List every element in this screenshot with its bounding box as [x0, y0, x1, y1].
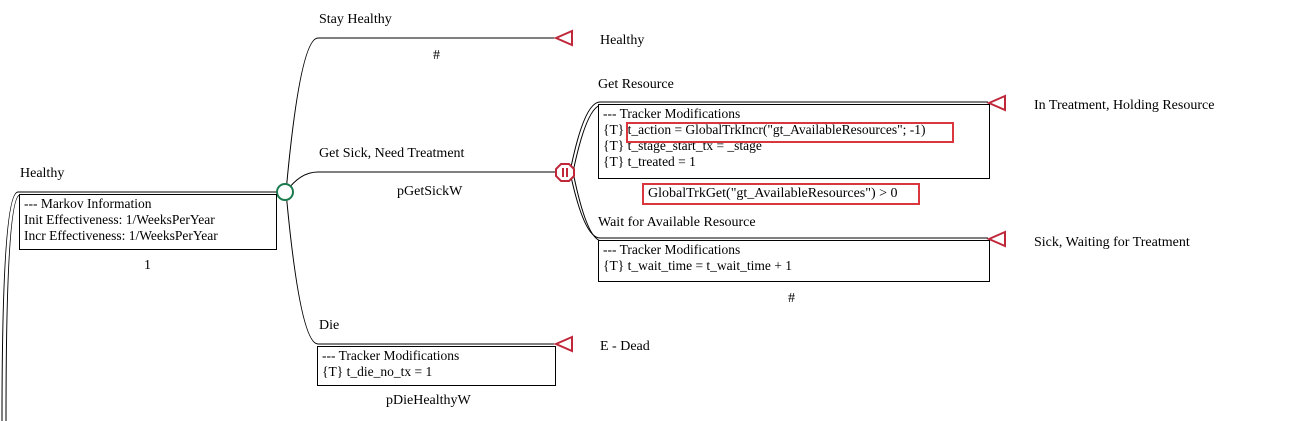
- waiting-terminal[interactable]: Sick, Waiting for Treatment: [1034, 235, 1190, 250]
- logic-node-icon[interactable]: [555, 163, 575, 182]
- terminal-node-icon-healthy[interactable]: [553, 29, 573, 47]
- in-treatment-terminal[interactable]: In Treatment, Holding Resource: [1034, 98, 1215, 113]
- root-branch-line-inner: [5, 194, 276, 421]
- tracker-line: {T} t_die_no_tx = 1: [322, 364, 433, 379]
- get-resource-condition[interactable]: GlobalTrkGet("gt_AvailableResources") > …: [648, 186, 898, 201]
- tracker-highlight: [626, 122, 954, 143]
- tracker-line: --- Tracker Modifications: [322, 348, 460, 363]
- condition-highlight: [642, 183, 920, 205]
- markov-info-line: Init Effectiveness: 1/WeeksPerYear: [24, 212, 215, 227]
- terminal-node-icon-dead[interactable]: [553, 335, 573, 353]
- tracker-line: --- Tracker Modifications: [603, 106, 741, 121]
- terminal-node-icon-in-treatment[interactable]: [986, 94, 1006, 112]
- stay-healthy-terminal[interactable]: Healthy: [600, 33, 645, 48]
- get-sick-prob[interactable]: pGetSickW: [397, 184, 463, 199]
- chance-node-icon[interactable]: [276, 183, 294, 201]
- get-sick-label[interactable]: Get Sick, Need Treatment: [319, 146, 465, 161]
- root-node-label[interactable]: Healthy: [20, 166, 65, 181]
- tracker-line: {T} t_action = GlobalTrkIncr("gt_Availab…: [603, 122, 926, 137]
- stay-healthy-branch-line: [285, 37, 555, 193]
- die-label[interactable]: Die: [319, 318, 340, 333]
- wait-label[interactable]: Wait for Available Resource: [598, 215, 756, 230]
- root-value: 1: [144, 258, 151, 273]
- wait-tracker-box[interactable]: --- Tracker Modifications {T} t_wait_tim…: [598, 240, 990, 282]
- stay-healthy-prob[interactable]: #: [433, 48, 440, 63]
- wait-branch-line: [569, 171, 988, 239]
- markov-info-line: --- Markov Information: [24, 196, 152, 211]
- die-branch-line: [285, 191, 555, 345]
- terminal-node-icon-waiting[interactable]: [986, 230, 1006, 248]
- get-resource-label[interactable]: Get Resource: [598, 77, 674, 92]
- root-branch-line: [1, 191, 276, 421]
- tracker-line: {T} t_wait_time = t_wait_time + 1: [603, 258, 793, 273]
- dead-terminal[interactable]: E - Dead: [600, 339, 650, 354]
- get-resource-branch-line: [569, 101, 988, 173]
- wait-prob[interactable]: #: [788, 291, 795, 306]
- tracker-line: --- Tracker Modifications: [603, 242, 741, 257]
- markov-info-box[interactable]: --- Markov Information Init Effectivenes…: [19, 194, 277, 250]
- markov-info-line: Incr Effectiveness: 1/WeeksPerYear: [24, 228, 218, 243]
- die-prob[interactable]: pDieHealthyW: [386, 393, 471, 408]
- tracker-line: {T} t_treated = 1: [603, 154, 696, 169]
- die-tracker-box[interactable]: --- Tracker Modifications {T} t_die_no_t…: [317, 346, 556, 386]
- stay-healthy-label[interactable]: Stay Healthy: [319, 12, 392, 27]
